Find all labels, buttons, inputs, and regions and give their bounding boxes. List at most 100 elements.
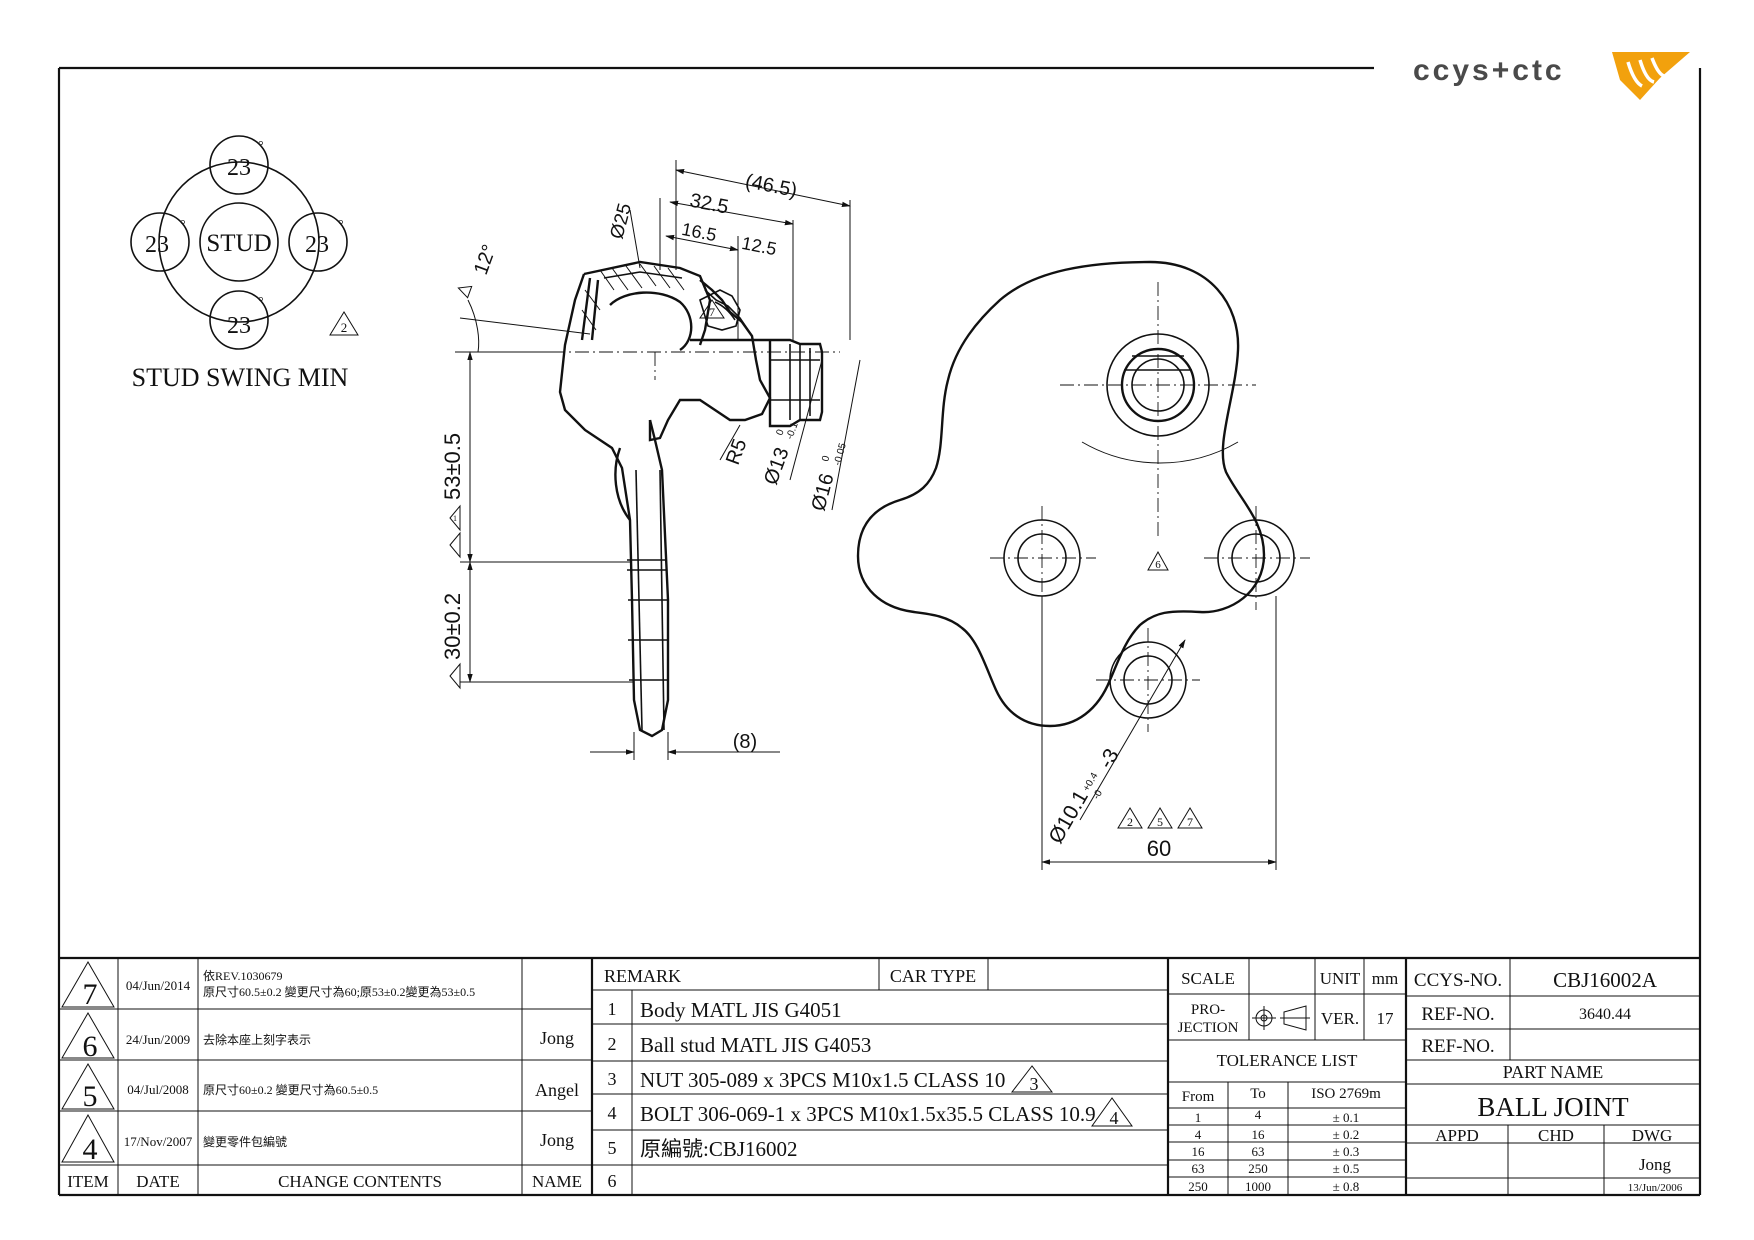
remark-no: 6 xyxy=(608,1171,617,1191)
remark-no: 3 xyxy=(608,1069,617,1089)
title-block: CCYS-NO. CBJ16002A REF-NO. 3640.44 REF-N… xyxy=(1414,968,1683,1194)
ver-value: 17 xyxy=(1377,1009,1395,1028)
swing-circle-top xyxy=(209,135,269,195)
rev-item: 4 xyxy=(83,1133,98,1166)
svg-text:1: 1 xyxy=(453,514,457,523)
ver-label: VER. xyxy=(1321,1009,1359,1028)
logo-mark-icon xyxy=(1612,52,1690,100)
rev-header-item: ITEM xyxy=(67,1172,109,1191)
svg-text:250: 250 xyxy=(1248,1161,1268,1176)
dim-hole: Ø10.1 xyxy=(1044,786,1093,847)
dim-46-5: (46.5) xyxy=(743,170,798,202)
remark-text: NUT 305-089 x 3PCS M10x1.5 CLASS 10 xyxy=(640,1068,1005,1092)
svg-text:5: 5 xyxy=(1157,815,1163,829)
svg-text:16: 16 xyxy=(1252,1127,1266,1142)
swing-angle-left: 23 xyxy=(145,232,169,258)
rev-contents-line1: 依REV.1030679 xyxy=(203,968,282,983)
rev-header-contents: CHANGE CONTENTS xyxy=(278,1172,442,1191)
dim-16-5: 16.5 xyxy=(680,219,718,245)
ref-no-value-1: 3640.44 xyxy=(1579,1006,1631,1023)
swing-circle-right xyxy=(288,212,348,272)
remark-no: 5 xyxy=(608,1138,617,1158)
remark-table: REMARK CAR TYPE 1 Body MATL JIS G4051 2 … xyxy=(604,966,1133,1191)
degree-mark: ° xyxy=(258,295,264,310)
tolerance-row: 63 250 ± 0.5 xyxy=(1192,1161,1360,1176)
dim-phi13: Ø13 xyxy=(760,445,794,488)
remark-row: 1 Body MATL JIS G4051 xyxy=(608,998,842,1022)
sheet-border xyxy=(57,66,1702,1197)
remark-row: 5 原編號:CBJ16002 xyxy=(608,1137,798,1161)
part-name-value: BALL JOINT xyxy=(1477,1092,1629,1122)
tolerance-row: 250 1000 ± 0.8 xyxy=(1188,1179,1359,1194)
unit-label: UNIT xyxy=(1320,969,1361,988)
swing-angle-right: 23 xyxy=(305,232,329,258)
dwg-date: 13/Jun/2006 xyxy=(1628,1182,1683,1194)
section-triangle-7: 7 xyxy=(699,299,725,319)
tolerance-title: TOLERANCE LIST xyxy=(1217,1051,1358,1070)
svg-text:± 0.3: ± 0.3 xyxy=(1333,1144,1360,1159)
rev-date: 04/Jul/2008 xyxy=(127,1082,188,1097)
svg-text:± 0.2: ± 0.2 xyxy=(1333,1127,1360,1142)
ccys-no-label: CCYS-NO. xyxy=(1414,970,1502,991)
car-type-label: CAR TYPE xyxy=(890,966,976,986)
dim-r5: R5 xyxy=(722,436,751,468)
dim-hole-tol-lower: -0 xyxy=(1091,788,1105,802)
dim-32-5: 32.5 xyxy=(688,190,730,219)
remark-text: Ball stud MATL JIS G4053 xyxy=(640,1033,871,1057)
company-logo: ccys+ctc xyxy=(1413,52,1690,100)
degree-mark: ° xyxy=(338,218,344,233)
remark-text: BOLT 306-069-1 x 3PCS M10x1.5x35.5 CLASS… xyxy=(640,1102,1096,1126)
dim-angle-12: 12° xyxy=(470,242,501,278)
remark-text: Body MATL JIS G4051 xyxy=(640,998,842,1022)
svg-text:7: 7 xyxy=(709,305,715,319)
remark-row: 3 NUT 305-089 x 3PCS M10x1.5 CLASS 10 3 xyxy=(608,1065,1054,1094)
rev-item: 5 xyxy=(83,1080,98,1113)
ref-no-label-1: REF-NO. xyxy=(1421,1004,1494,1025)
dim-phi16: Ø16 xyxy=(808,471,839,513)
swing-circle-left xyxy=(130,212,190,272)
revision-triangles-front: 2 5 7 xyxy=(1117,807,1203,829)
remark-marker: 4 xyxy=(1110,1108,1119,1128)
svg-text:1: 1 xyxy=(1195,1110,1202,1125)
rev-name: Angel xyxy=(535,1080,579,1100)
svg-text:± 0.1: ± 0.1 xyxy=(1333,1110,1360,1125)
remark-row: 4 BOLT 306-069-1 x 3PCS M10x1.5x35.5 CLA… xyxy=(608,1097,1133,1128)
tol-header-std: ISO 2769m xyxy=(1311,1086,1381,1102)
dim-phi16-tol-upper: 0 xyxy=(820,454,832,463)
dim-12-5: 12.5 xyxy=(740,233,778,259)
swing-caption: STUD SWING MIN xyxy=(132,363,349,392)
center-marker-triangle: 6 xyxy=(1147,550,1169,571)
logo-text: ccys+ctc xyxy=(1413,54,1565,87)
svg-text:63: 63 xyxy=(1192,1161,1205,1176)
tolerance-row: 16 63 ± 0.3 xyxy=(1192,1144,1360,1159)
revision-row: 6 24/Jun/2009 去除本座上刻字表示 Jong xyxy=(61,1012,574,1063)
svg-text:250: 250 xyxy=(1188,1179,1208,1194)
remark-marker: 3 xyxy=(1030,1074,1039,1094)
side-view: 7 (46.5) 32.5 16.5 12.5 Ø25 12° 53±0.5 3… xyxy=(440,160,861,760)
rev-header-date: DATE xyxy=(136,1172,179,1191)
svg-text:± 0.8: ± 0.8 xyxy=(1333,1179,1360,1194)
rev-contents-line1: 原尺寸60±0.2 變更尺寸為60.5±0.5 xyxy=(203,1082,378,1097)
dim-60: 60 xyxy=(1147,836,1171,861)
dim-30: 30±0.2 xyxy=(440,593,465,660)
tolerance-row: 1 4 ± 0.1 xyxy=(1195,1107,1360,1125)
remark-no: 2 xyxy=(608,1034,617,1054)
remark-text: 原編號:CBJ16002 xyxy=(640,1137,798,1161)
rev-date: 24/Jun/2009 xyxy=(126,1032,190,1047)
rev-contents-line1: 變更零件包編號 xyxy=(203,1134,287,1149)
part-name-label: PART NAME xyxy=(1503,1062,1603,1082)
front-view: 6 Ø10.1 +0.4 -0 -3 2 5 7 60 xyxy=(856,260,1310,870)
svg-text:63: 63 xyxy=(1252,1144,1265,1159)
remark-no: 1 xyxy=(608,999,617,1019)
dim-phi13-tol-upper: 0 xyxy=(774,428,786,437)
remark-row: 6 xyxy=(608,1171,617,1191)
revision-triangle: 1 xyxy=(449,504,461,690)
svg-text:2: 2 xyxy=(1127,815,1133,829)
dwg-label: DWG xyxy=(1632,1126,1673,1145)
tol-header-to: To xyxy=(1250,1086,1266,1102)
dwg-name: Jong xyxy=(1639,1155,1672,1174)
chd-label: CHD xyxy=(1538,1126,1574,1145)
swing-angle-top: 23 xyxy=(227,155,251,181)
swing-circle-center xyxy=(199,202,279,282)
